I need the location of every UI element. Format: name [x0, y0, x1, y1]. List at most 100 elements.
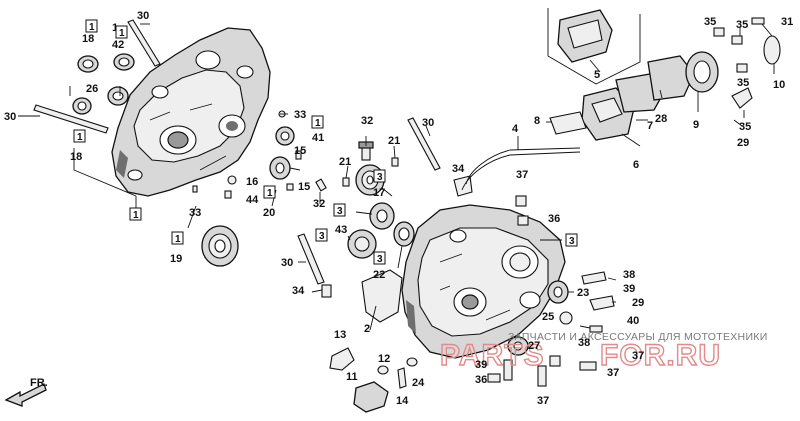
- switch-11: [353, 381, 389, 413]
- stud-30-lower: [297, 233, 325, 285]
- boxed-callout-b1a: 1: [85, 19, 98, 33]
- boxed-callout-b1d: 1: [311, 115, 324, 129]
- bearing-20: [269, 156, 291, 180]
- stud-30-center: [407, 117, 441, 171]
- bolt-37-top: [515, 195, 527, 207]
- callout-label-c25: 25: [542, 311, 554, 323]
- callout-label-c39a: 39: [623, 283, 635, 295]
- callout-label-c35b: 35: [704, 16, 716, 28]
- gasket-8: [549, 111, 587, 135]
- callout-label-c41: 41: [312, 132, 324, 144]
- watermark-logo-left: PARTS: [440, 339, 544, 372]
- boxed-callout-b3e: 3: [565, 233, 578, 247]
- callout-label-c33a: 33: [294, 109, 306, 121]
- boxed-callout-frame: [85, 19, 98, 33]
- callout-label-c8: 8: [534, 115, 540, 127]
- bolt-40: [589, 325, 603, 333]
- callout-label-c18a: 18: [82, 33, 94, 45]
- watermark-logo-right: FOR.RU: [600, 339, 721, 372]
- boxed-callout-b3b: 3: [373, 169, 386, 183]
- bearing-42: [113, 53, 135, 71]
- callout-label-c36a: 36: [548, 213, 560, 225]
- callout-label-c43: 43: [335, 224, 347, 236]
- bearing-3: [369, 202, 395, 230]
- callout-label-c13: 13: [334, 329, 346, 341]
- boxed-callout-frame: [115, 25, 128, 39]
- boxed-callout-frame: [315, 228, 328, 242]
- callout-label-c10: 10: [773, 79, 785, 91]
- callout-label-c37a: 37: [516, 169, 528, 181]
- callout-label-c29a: 29: [737, 137, 749, 149]
- callout-label-c12: 12: [378, 353, 390, 365]
- bearing-41: [275, 126, 295, 146]
- boxed-callout-b1f: 1: [129, 207, 142, 221]
- bearing-18-top: [77, 55, 99, 73]
- callout-label-c5: 5: [594, 69, 600, 81]
- washer-12: [377, 365, 389, 375]
- watermark-caption: ЗАПЧАСТИ И АКСЕССУАРЫ ДЛЯ МОТОТЕХНИКИ: [508, 331, 768, 343]
- bolts-35: [713, 17, 765, 73]
- callout-label-c21b: 21: [388, 135, 400, 147]
- callout-label-c2: 2: [364, 323, 370, 335]
- gasket-2: [361, 269, 403, 323]
- boxed-callout-b1g: 1: [171, 231, 184, 245]
- callout-label-c15b: 15: [298, 181, 310, 193]
- boxed-callout-b3d: 3: [373, 251, 386, 265]
- callout-label-c37b: 37: [632, 350, 644, 362]
- callout-label-c35c: 35: [737, 77, 749, 89]
- boxed-callout-label: 3: [319, 231, 325, 242]
- boxed-callout-frame: [263, 185, 276, 199]
- bolt-36-top: [517, 215, 529, 226]
- bolt-32-lower: [315, 178, 327, 192]
- boxed-callout-label: 3: [377, 254, 383, 265]
- callout-label-c40: 40: [627, 315, 639, 327]
- boxed-callout-frame: [311, 115, 324, 129]
- cap-25: [559, 311, 573, 325]
- screw-14: [397, 367, 407, 389]
- seal-23: [547, 280, 569, 304]
- bearing-43: [347, 229, 377, 259]
- boxed-callout-b1c: 1: [73, 129, 86, 143]
- lower-bolts: [487, 355, 597, 387]
- stud-30-top-left: [127, 19, 161, 67]
- boxed-callout-label: 1: [175, 234, 181, 245]
- callout-label-c17: 17: [373, 187, 385, 199]
- boxed-callout-b3a: 3: [333, 203, 346, 217]
- callout-label-c26: 26: [86, 83, 98, 95]
- callout-label-c33b: 33: [189, 207, 201, 219]
- callout-label-c16: 16: [246, 176, 258, 188]
- callout-label-c32a: 32: [361, 115, 373, 127]
- small-parts-left: [192, 110, 302, 199]
- bearing-19: [201, 225, 239, 267]
- front-direction-arrow-icon: [4, 383, 47, 407]
- dowel-34-lower: [321, 284, 332, 298]
- stay-29-top: [731, 87, 753, 109]
- reed-cage-5: [557, 9, 613, 63]
- hose-4: [461, 147, 581, 191]
- callout-label-c30b: 30: [4, 111, 16, 123]
- callout-label-c11: 11: [346, 371, 358, 383]
- callout-label-c37d: 37: [537, 395, 549, 407]
- callout-label-c36b: 36: [475, 374, 487, 386]
- bearing-18-bottom: [72, 97, 92, 115]
- callout-label-c37c: 37: [607, 367, 619, 379]
- callout-label-c38a: 38: [623, 269, 635, 281]
- boxed-callout-frame: [129, 207, 142, 221]
- washer-27: [507, 336, 529, 356]
- boxed-callout-label: 1: [133, 210, 139, 221]
- boxed-callout-frame: [73, 129, 86, 143]
- seal-26: [107, 86, 129, 106]
- stud-30-left: [33, 104, 109, 134]
- callout-label-c27: 27: [528, 340, 540, 352]
- callout-label-c30c: 30: [422, 117, 434, 129]
- callout-label-c30a: 30: [137, 10, 149, 22]
- boxed-callout-label: 1: [315, 118, 321, 129]
- callout-label-c7: 7: [647, 120, 653, 132]
- callout-label-c42: 42: [112, 39, 124, 51]
- callout-label-c35a: 35: [736, 19, 748, 31]
- boxed-callout-label: 1: [267, 188, 273, 199]
- boxed-callout-b1e: 1: [263, 185, 276, 199]
- callout-label-c9: 9: [693, 119, 699, 131]
